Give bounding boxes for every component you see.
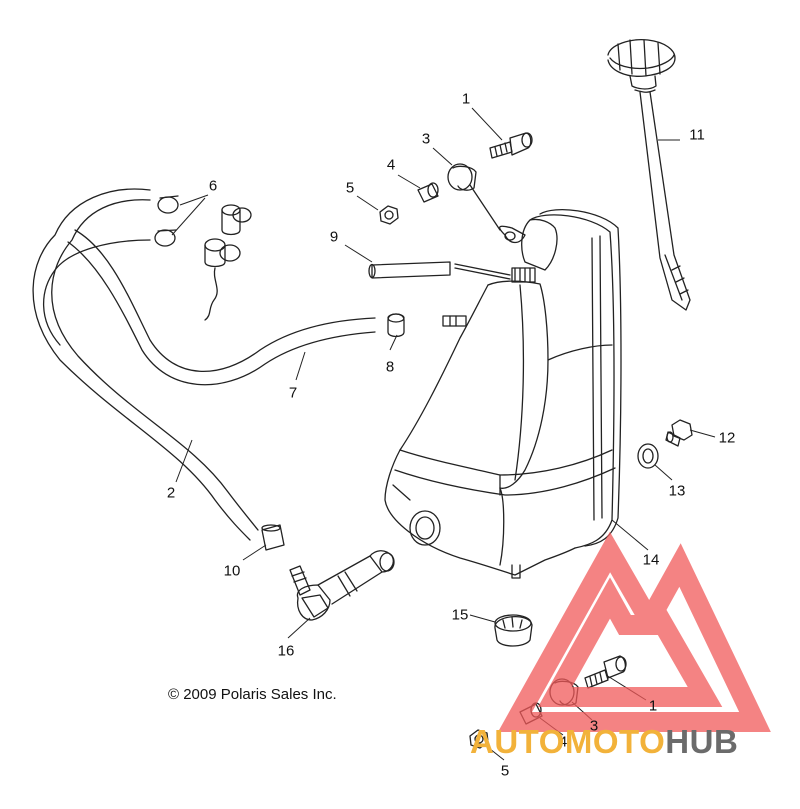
callout-1-upper: 1 <box>461 90 471 108</box>
callout-15: 15 <box>451 606 469 624</box>
callout-12: 12 <box>718 429 736 447</box>
callout-2: 2 <box>166 484 176 502</box>
callout-6: 6 <box>208 177 218 195</box>
watermark-text: AUTOMOTOHUB <box>470 723 738 761</box>
callout-10: 10 <box>223 562 241 580</box>
clamp-6-lower <box>154 229 177 247</box>
callout-3-upper: 3 <box>421 130 431 148</box>
ferrule-10 <box>261 524 285 551</box>
clamp-6-upper <box>157 195 179 214</box>
nut-5-upper <box>379 205 399 225</box>
spacer-3-upper <box>447 163 477 191</box>
fitting-lower <box>204 238 241 321</box>
nut-5-lower <box>469 729 489 749</box>
callout-11: 11 <box>689 126 705 144</box>
callout-13: 13 <box>668 482 686 500</box>
clamp-8 <box>387 313 405 338</box>
grommet-15 <box>494 614 533 647</box>
callout-16: 16 <box>277 642 295 660</box>
callout-5-lower: 5 <box>500 762 510 780</box>
callout-7: 7 <box>288 384 298 402</box>
callout-8: 8 <box>385 358 395 376</box>
callout-4-lower: 4 <box>558 733 568 751</box>
watermark-text-hub: HUB <box>665 723 739 760</box>
fitting-12 <box>665 419 693 447</box>
callout-14: 14 <box>642 551 660 569</box>
sleeve-4-upper <box>417 182 439 203</box>
hose-7 <box>67 229 376 386</box>
leader-lines <box>171 107 716 761</box>
nipple-fitting <box>442 315 467 327</box>
callout-1-lower: 1 <box>648 697 658 715</box>
fitting-upper <box>221 204 252 236</box>
callout-4-upper: 4 <box>386 156 396 174</box>
bolt-1-upper <box>489 132 533 159</box>
copyright-notice: © 2009 Polaris Sales Inc. <box>168 686 337 703</box>
elbow-fitting-16 <box>289 550 395 621</box>
washer-13 <box>637 443 659 469</box>
watermark-logo <box>497 531 771 732</box>
bolt-1-lower <box>584 655 627 689</box>
callout-9: 9 <box>329 228 339 246</box>
oil-tank-14 <box>384 184 622 579</box>
callout-3-lower: 3 <box>589 717 599 735</box>
dipstick-11 <box>607 39 691 311</box>
callout-5-upper: 5 <box>345 179 355 197</box>
tube-9 <box>368 261 536 283</box>
watermark-text-automoto: AUTOMOTO <box>470 723 666 760</box>
hose-2 <box>32 188 259 541</box>
